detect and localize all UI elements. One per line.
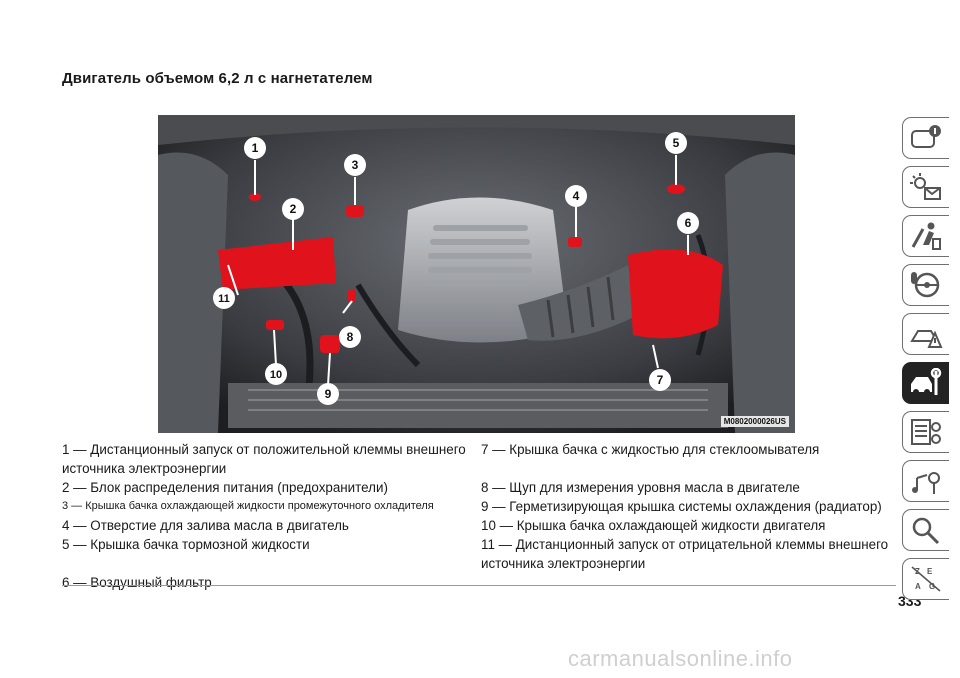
legend-item-7: 7 — Крышка бачка с жидкостью для стеклоо… [481,442,820,457]
coolant-cap-highlight [266,320,284,330]
engine-bay-photo: 1 2 3 4 5 6 7 8 9 10 11 M0802000026US [158,115,795,433]
svg-text:Z: Z [915,567,920,576]
legend-item-9: 9 — Герметизирующая крышка системы охлаж… [481,499,882,514]
legend-item-10: 10 — Крышка бачка охлаждающей жидкости д… [481,518,826,533]
tab-dashboard[interactable] [902,117,949,159]
legend-item-11: 11 — Дистанционный запуск от отрицательн… [481,537,889,571]
tab-emergency[interactable] [902,313,949,355]
search-index-icon [912,517,940,545]
callout-7: 7 [649,369,671,391]
svg-text:A: A [915,582,921,591]
tab-multimedia[interactable] [902,460,949,502]
emergency-icon [910,330,943,348]
svg-text:1: 1 [252,141,259,155]
tab-specifications[interactable] [902,411,949,453]
page-title: Двигатель объемом 6,2 л с нагнетателем [62,70,373,87]
callout-1: 1 [244,137,266,159]
positive-terminal-highlight [249,193,261,201]
multimedia-icon [912,472,940,494]
svg-text:7: 7 [657,373,664,387]
dashboard-info-icon [911,125,941,148]
svg-text:5: 5 [673,136,680,150]
svg-text:4: 4 [573,189,580,203]
callout-10: 10 [265,363,287,385]
photo-code: M0802000026US [720,416,789,427]
oil-fill-highlight [568,237,582,247]
brake-fluid-cap-highlight [667,184,685,194]
tab-service[interactable] [902,362,949,404]
legend-item-3: 3 — Крышка бачка охлаждающей жидкости пр… [62,500,434,512]
svg-text:8: 8 [347,330,354,344]
legend-item-5: 5 — Крышка бачка тормозной жидкости [62,537,310,552]
legend-item-8: 8 — Щуп для измерения уровня масла в дви… [481,480,800,495]
callout-2: 2 [282,198,304,220]
svg-text:E: E [927,567,933,576]
specifications-icon [911,419,941,445]
callout-9: 9 [317,383,339,405]
legend-left-column: 1 — Дистанционный запуск от положительно… [62,440,474,592]
legend-item-1: 1 — Дистанционный запуск от положительно… [62,442,466,476]
warning-lights-icon [910,173,941,200]
fuse-box-highlight [218,237,336,290]
tab-warning-lights[interactable] [902,166,949,208]
legend-right-column: 7 — Крышка бачка с жидкостью для стеклоо… [481,440,901,573]
callout-3: 3 [344,154,366,176]
svg-text:G: G [929,582,935,591]
legend-item-2: 2 — Блок распределения питания (предохра… [62,480,388,495]
radiator-cap-highlight [320,335,340,353]
svg-text:10: 10 [270,369,282,381]
legend-item-4: 4 — Отверстие для залива масла в двигате… [62,518,349,533]
air-filter-highlight [628,249,723,339]
legend-item-6: 6 — Воздушный фильтр [62,575,212,590]
callout-6: 6 [677,212,699,234]
safety-icon [911,222,941,250]
steering-wheel-icon [911,272,940,298]
svg-text:6: 6 [685,216,692,230]
watermark: carmanualsonline.info [568,646,793,671]
tab-index-search[interactable] [902,509,949,551]
intercooler-cap-highlight [346,205,364,217]
svg-text:9: 9 [325,387,332,401]
tab-safety[interactable] [902,215,949,257]
svg-text:3: 3 [352,158,359,172]
engine-illustration: 1 2 3 4 5 6 7 8 9 10 11 [158,115,795,433]
callout-4: 4 [565,185,587,207]
callout-11: 11 [213,287,235,309]
callout-8: 8 [339,326,361,348]
car-service-icon [911,368,942,395]
dipstick-highlight [348,290,356,302]
svg-text:2: 2 [290,202,297,216]
footer-rule [62,585,896,586]
tab-driving[interactable] [902,264,949,306]
callout-5: 5 [665,132,687,154]
svg-text:11: 11 [218,293,230,305]
